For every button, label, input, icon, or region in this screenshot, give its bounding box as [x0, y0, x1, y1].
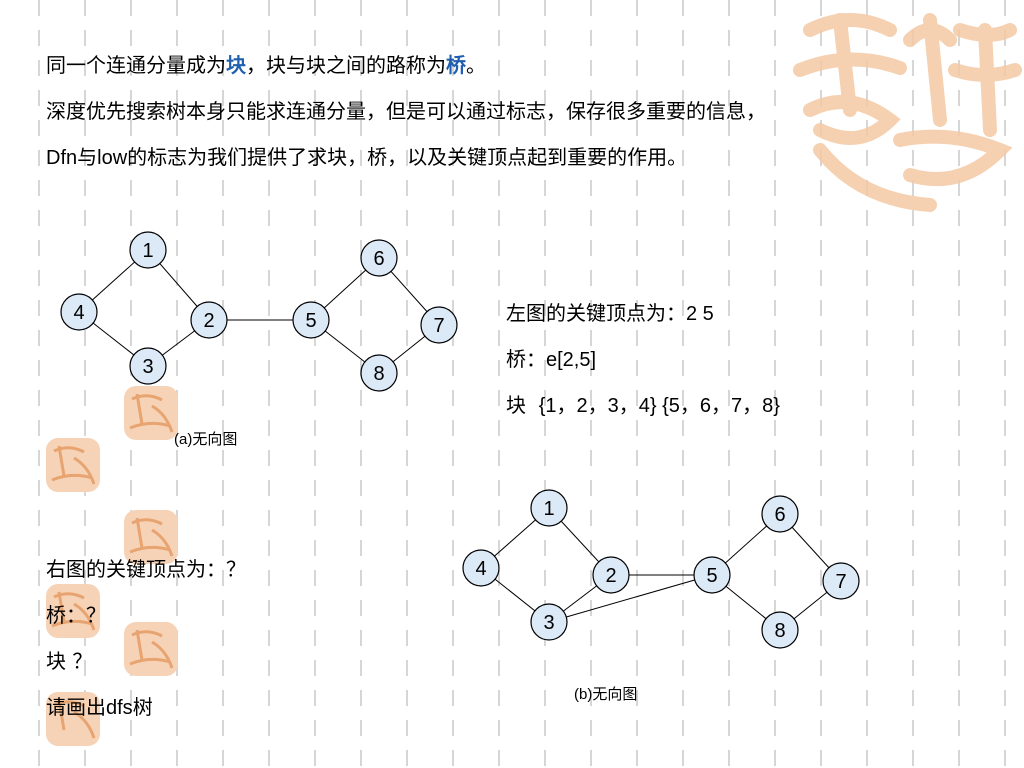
vertex-label: 5 [305, 310, 316, 332]
bridge-value: e[2,5] [546, 349, 597, 371]
vertex-circle [693, 556, 731, 594]
vertex-circle [360, 354, 398, 392]
vertex-circle [530, 489, 568, 527]
edge-3-5 [548, 574, 713, 623]
blocks-label: 块 [506, 393, 526, 417]
decorative-stamp [46, 692, 100, 746]
critical-vertices-a: 左图的关键顶点为：2 5 [506, 300, 714, 327]
term-bridge: 桥 [446, 53, 466, 77]
critical-label: 左图的关键顶点为： [506, 301, 686, 325]
vertex-circle [292, 301, 330, 339]
decorative-stamp [124, 386, 178, 440]
vertex-label: 4 [73, 302, 84, 324]
vertex-label: 4 [475, 558, 486, 580]
vertex-7: 7 [822, 562, 860, 600]
vertex-label: 6 [373, 248, 384, 270]
intro-text: 同一个连通分量成为 [46, 53, 226, 77]
vertex-label: 2 [203, 310, 214, 332]
draw-text: dfs [106, 697, 133, 719]
vertex-2: 2 [190, 301, 228, 339]
intro-text: 。 [466, 53, 486, 77]
vertex-3: 3 [530, 603, 568, 641]
bridge-label: 桥： [506, 347, 546, 371]
blocks-value: {1，2，3，4} {5，6，7，8} [538, 395, 780, 417]
vertex-3: 3 [129, 347, 167, 385]
vertex-label: 5 [706, 565, 717, 587]
vertex-8: 8 [761, 611, 799, 649]
intro-line-3: Dfn与low的标志为我们提供了求块，桥，以及关键顶点起到重要的作用。 [46, 144, 687, 171]
vertex-circle [462, 549, 500, 587]
graph-b: 1 2 3 4 5 6 7 8 [462, 489, 860, 649]
vertex-label: 7 [835, 571, 846, 593]
vertex-6: 6 [761, 495, 799, 533]
intro-text: 的标志为我们提供了求块，桥，以及关键顶点起到重要的作用。 [127, 145, 688, 169]
decorative-stamp [46, 584, 100, 638]
intro-text: 深度优先搜索树本身只能求连通分量，但是可以通过标志，保存很多重要的信息， [46, 99, 766, 123]
vertex-label: 3 [543, 612, 554, 634]
blocks-a: 块 {1，2，3，4} {5，6，7，8} [506, 392, 780, 419]
vertex-4: 4 [60, 293, 98, 331]
term-block: 块 [226, 53, 246, 77]
question-bridge-b: 桥：？ [46, 603, 106, 627]
vertex-5: 5 [292, 301, 330, 339]
vertex-circle [592, 556, 630, 594]
vertex-2: 2 [592, 556, 630, 594]
graph-b-caption: (b)无向图 [574, 686, 638, 703]
vertex-circle [420, 306, 458, 344]
decorative-stamp [124, 510, 178, 564]
vertex-label: 6 [774, 504, 785, 526]
intro-text: Dfn [46, 147, 78, 169]
vertex-label: 7 [433, 315, 444, 337]
intro-text: 与 [77, 145, 98, 169]
vertex-label: 2 [605, 565, 616, 587]
vertex-label: 8 [373, 363, 384, 385]
vertex-label: 1 [543, 498, 554, 520]
vertex-circle [360, 239, 398, 277]
vertex-label: 8 [774, 620, 785, 642]
bridge-a: 桥：e[2,5] [506, 346, 596, 373]
intro-text: low [97, 147, 128, 169]
vertex-1: 1 [129, 231, 167, 269]
vertex-6: 6 [360, 239, 398, 277]
vertex-circle [190, 301, 228, 339]
decorative-stamp [46, 438, 100, 492]
vertex-circle [129, 347, 167, 385]
vertex-circle [530, 603, 568, 641]
intro-line-2: 深度优先搜索树本身只能求连通分量，但是可以通过标志，保存很多重要的信息， [46, 98, 766, 124]
vertex-7: 7 [420, 306, 458, 344]
vertex-label: 3 [142, 356, 153, 378]
decorative-calligraphy-stamp [793, 13, 1022, 212]
vertex-circle [761, 611, 799, 649]
graph-a-caption: (a)无向图 [174, 431, 238, 448]
question-critical-b: 右图的关键顶点为：？ [46, 557, 246, 581]
vertex-4: 4 [462, 549, 500, 587]
vertex-8: 8 [360, 354, 398, 392]
vertex-label: 1 [142, 240, 153, 262]
vertex-1: 1 [530, 489, 568, 527]
vertex-circle [60, 293, 98, 331]
question-blocks-b: 块 ？ [46, 649, 93, 673]
intro-text: ，块与块之间的路称为 [246, 53, 446, 77]
decorative-stamp [124, 622, 178, 676]
vertex-circle [129, 231, 167, 269]
question-draw-dfs: 请画出dfs树 [46, 694, 153, 721]
critical-value: 2 5 [686, 303, 714, 325]
graph-a: 1 2 3 4 5 6 7 8 [60, 231, 458, 392]
vertex-circle [761, 495, 799, 533]
draw-text: 请画出 [46, 695, 106, 719]
intro-line-1: 同一个连通分量成为块，块与块之间的路称为桥。 [46, 52, 486, 78]
vertex-5: 5 [693, 556, 731, 594]
draw-text: 树 [132, 695, 153, 719]
vertex-circle [822, 562, 860, 600]
